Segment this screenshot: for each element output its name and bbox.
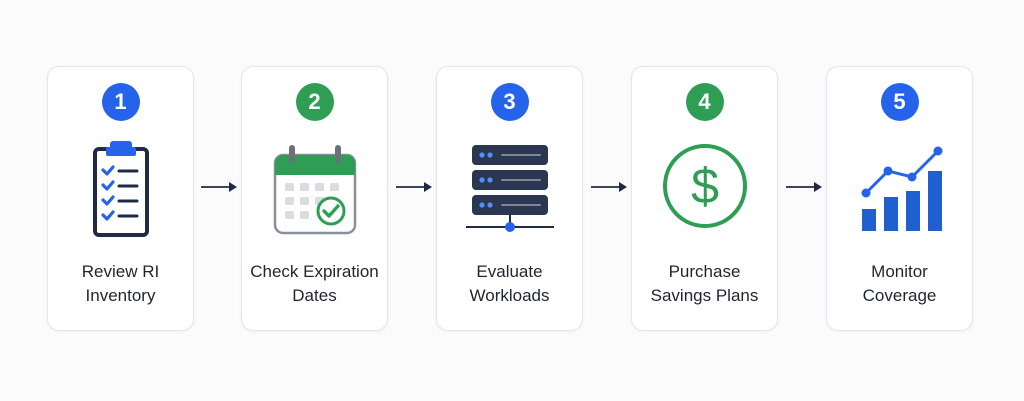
- step-label-1-line-1: Review RI: [81, 262, 160, 281]
- clipboard-checklist-icon: [92, 141, 149, 237]
- arrow-right-icon: [396, 182, 432, 192]
- step-label-1: Review RI Inventory: [48, 260, 193, 308]
- svg-text:$: $: [691, 158, 719, 214]
- step-card-1: 1 Review RI Inventory: [47, 66, 194, 331]
- step-label-3-line-2: Workloads: [469, 286, 550, 305]
- step-label-5: Monitor Coverage: [827, 260, 972, 308]
- arrow-right-icon: [201, 182, 237, 192]
- step-label-4-line-2: Savings Plans: [650, 286, 759, 305]
- dollar-circle-icon: $: [662, 144, 747, 228]
- step-card-5: 5 Monitor Coverage: [826, 66, 973, 331]
- calendar-check-icon: [273, 145, 356, 235]
- bar-line-chart-icon: [861, 146, 942, 231]
- step-label-3-line-1: Evaluate: [476, 262, 543, 281]
- step-label-5-line-1: Monitor: [871, 262, 928, 281]
- step-label-5-line-2: Coverage: [862, 286, 937, 305]
- step-number-badge-5: 5: [880, 83, 919, 121]
- step-label-4: Purchase Savings Plans: [632, 260, 777, 308]
- step-card-3: 3 Evaluate Workloads: [436, 66, 583, 331]
- server-stack-icon: [465, 145, 554, 232]
- step-label-2: Check Expiration Dates: [242, 260, 387, 308]
- step-label-1-line-2: Inventory: [85, 286, 156, 305]
- step-number-badge-3: 3: [490, 83, 529, 121]
- step-card-2: 2 Check Expiration Dates: [241, 66, 388, 331]
- step-number-badge-2: 2: [295, 83, 334, 121]
- step-number-badge-1: 1: [101, 83, 140, 121]
- arrow-right-icon: [786, 182, 822, 192]
- step-label-4-line-1: Purchase: [668, 262, 741, 281]
- step-label-3: Evaluate Workloads: [437, 260, 582, 308]
- step-label-2-line-2: Dates: [292, 286, 337, 305]
- step-number-badge-4: 4: [685, 83, 724, 121]
- step-card-4: 4 $ Purchase Savings Plans: [631, 66, 778, 331]
- arrow-right-icon: [591, 182, 627, 192]
- step-label-2-line-1: Check Expiration: [250, 262, 379, 281]
